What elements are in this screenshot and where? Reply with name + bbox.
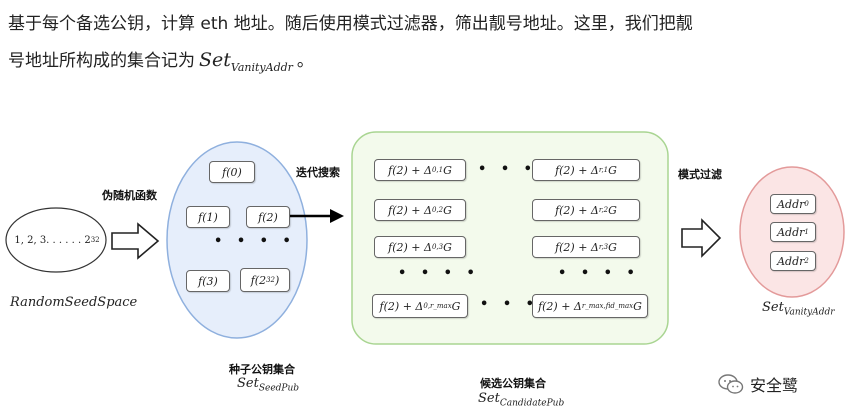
seed-item: f(2) [246,206,290,228]
random-seed-space-label: RandomSeedSpace [10,295,138,310]
candidate-left-ellipsis: • • • • [398,266,480,281]
intro-line-2-text: 号地址所构成的集合记为 [8,51,195,71]
iterative-search-label: 迭代搜索 [296,166,340,179]
prng-hollow-arrow [111,222,160,260]
seed-item: f(1) [186,206,230,228]
filter-hollow-arrow [681,218,722,258]
candidate-set-region [351,131,669,345]
seed-ellipsis: • • • • [214,234,296,249]
candidate-set-cn-label: 候选公钥集合 [480,377,546,390]
seed-item: f(0) [209,161,255,183]
intro-set-symbol: SetVanityAddr [199,49,293,74]
vanity-set-symbol: SetVanityAddr [762,300,835,318]
intro-line-1: 基于每个备选公钥，计算 eth 地址。随后使用模式过滤器，筛出靓号地址。这里，我… [8,14,693,34]
iteration-arrow-head [330,209,344,223]
pattern-filter-label: 模式过滤 [678,168,722,181]
seed-set-symbol: SetSeedPub [237,376,300,394]
seed-item: f(3) [186,270,230,292]
random-seed-space-ellipse [5,207,107,273]
watermark-text: 安全鹭 [750,376,799,395]
candidate-set-symbol: SetCandidatePub [478,391,565,409]
prng-label: 伪随机函数 [102,189,157,202]
intro-line-2-end: 。 [296,51,314,71]
watermark: 安全鹭 [718,372,798,396]
candidate-right-ellipsis: • • • • [558,266,640,281]
intro-paragraph: 基于每个备选公钥，计算 eth 地址。随后使用模式过滤器，筛出靓号地址。这里，我… [8,6,844,86]
seed-set-cn-label: 种子公钥集合 [229,363,295,376]
wechat-icon [718,374,744,394]
